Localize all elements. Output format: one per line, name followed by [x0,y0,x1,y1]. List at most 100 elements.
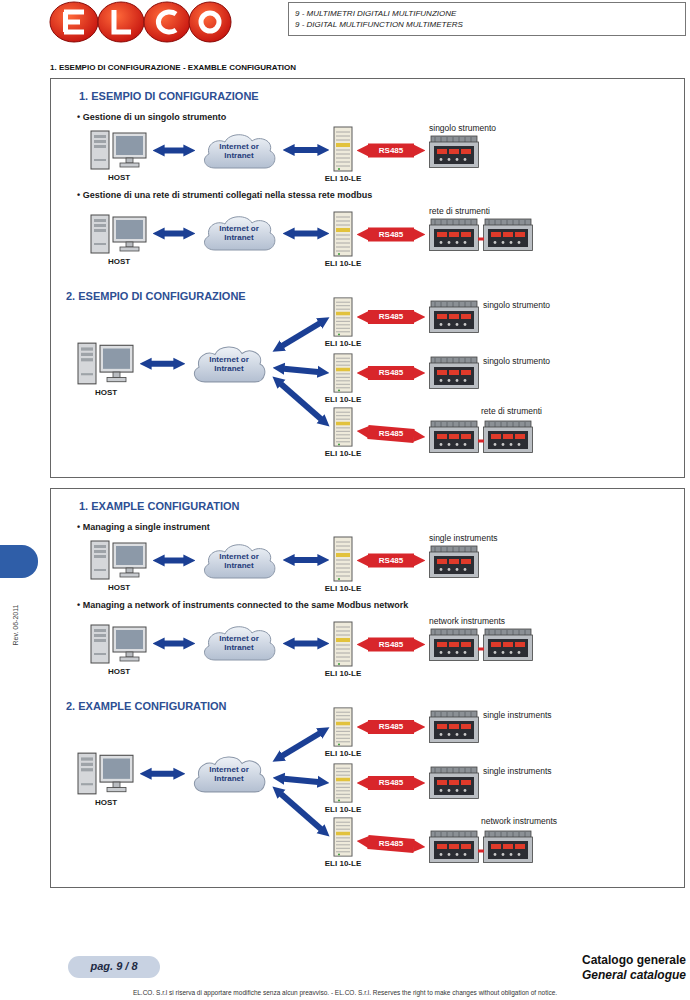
host-computer-icon [76,751,136,796]
monitor [100,755,133,782]
instrument-button [456,853,459,856]
converter-slot [336,794,350,795]
device-label: HOST [108,257,130,267]
converter-band [336,368,350,371]
instrument-button [464,158,467,161]
monitor-base [120,247,139,251]
ethernet-converter-icon [333,707,353,747]
instrument-display [449,780,459,785]
converter-slot [336,221,350,222]
rs485-link [368,776,414,790]
instrument-face [434,229,474,247]
monitor [113,627,146,652]
instrument-display [491,232,501,237]
instrument-button [440,789,443,792]
instrument-button [448,853,451,856]
host-computer: HOST [89,539,149,581]
network-label: Internet or Intranet [211,552,267,570]
host-computer-icon [76,341,136,386]
instrument-button [440,323,443,326]
converter-slot [336,243,350,244]
header-text: 9 - DIGITAL MULTIFUNCTION MULTIMETERS [295,20,463,30]
converter-slot [336,627,350,628]
multimeter-network-icon [429,831,533,863]
instrument-display [437,434,447,439]
instrument-display [449,314,459,319]
instrument-button [510,853,513,856]
converter-slot [336,649,350,650]
drive-bay [94,555,106,558]
instrument-button [464,651,467,654]
network-label: Internet or Intranet [211,634,267,652]
converter-slot [336,542,350,543]
converter-band [336,312,350,315]
instrument-display [449,642,459,647]
ethernet-converter-icon [333,621,353,667]
converter-band [336,722,350,725]
converter-body [334,537,352,581]
converter-slot [336,309,350,310]
monitor-screen [116,546,143,565]
multimeter: singolo strumento [429,136,479,168]
drive-bay [94,159,106,161]
instrument-face [488,639,528,657]
instrument-display [461,724,471,729]
instrument-display [437,844,447,849]
header-text: 9 - MULTIMETRI DIGITALI MULTIFUNZIONE [295,9,456,19]
network-arrow [164,558,184,564]
logo-oval [50,2,98,42]
instrument-button [456,241,459,244]
network-arrow [151,361,174,367]
instrument-button [448,789,451,792]
converter-slot [336,719,350,720]
device-label: ELI 10-LE [325,449,361,459]
ethernet-converter: ELI 10-LE [333,353,353,393]
instrument-button [448,443,451,446]
ethernet-converter-icon [333,763,353,803]
instrument-button [464,853,467,856]
instrument-button [448,241,451,244]
converter-slot [336,661,350,662]
converter-led [338,578,340,580]
instrument-button [518,651,521,654]
drive-bay [94,569,106,571]
converter-slot [336,365,350,366]
instrument-display [461,370,471,375]
instrument-body [430,635,479,661]
network-cloud-box: Internet or Intranet [199,213,279,253]
network-arrow [164,641,184,647]
converter-slot [336,572,350,573]
converter-slot [336,380,350,381]
network-cloud [194,757,264,792]
device-label: ELI 10-LE [325,395,361,405]
monitor-screen [103,759,130,779]
converter-slot [336,438,350,439]
ethernet-converter: ELI 10-LE [333,211,353,257]
multimeter: singolo strumento [429,357,479,389]
device-label: HOST [108,583,130,593]
monitor [113,133,146,158]
drive-bay [94,229,106,232]
multimeter-network-icon [429,629,533,661]
instrument-button [448,379,451,382]
drive-bay [94,639,106,642]
connector-label: RS485 [377,556,405,566]
rs485-link [368,144,414,158]
host-computer-icon [89,213,149,255]
network-arrow [294,557,318,563]
instrument-display [515,642,525,647]
instrument-body [430,307,479,333]
device-label: HOST [108,173,130,183]
converter-band [336,143,350,147]
device-label: HOST [95,798,117,808]
instrument-button [456,323,459,326]
converter-slot [336,790,350,791]
converter-band [336,228,350,232]
instrument-face [434,777,474,795]
drive-bay [94,243,106,245]
instrument-display [449,149,459,154]
instrument-button [494,443,497,446]
multimeter-network: rete di strumenti [429,219,533,251]
instrument-button [510,443,513,446]
network-label: Internet or Intranet [211,224,267,242]
